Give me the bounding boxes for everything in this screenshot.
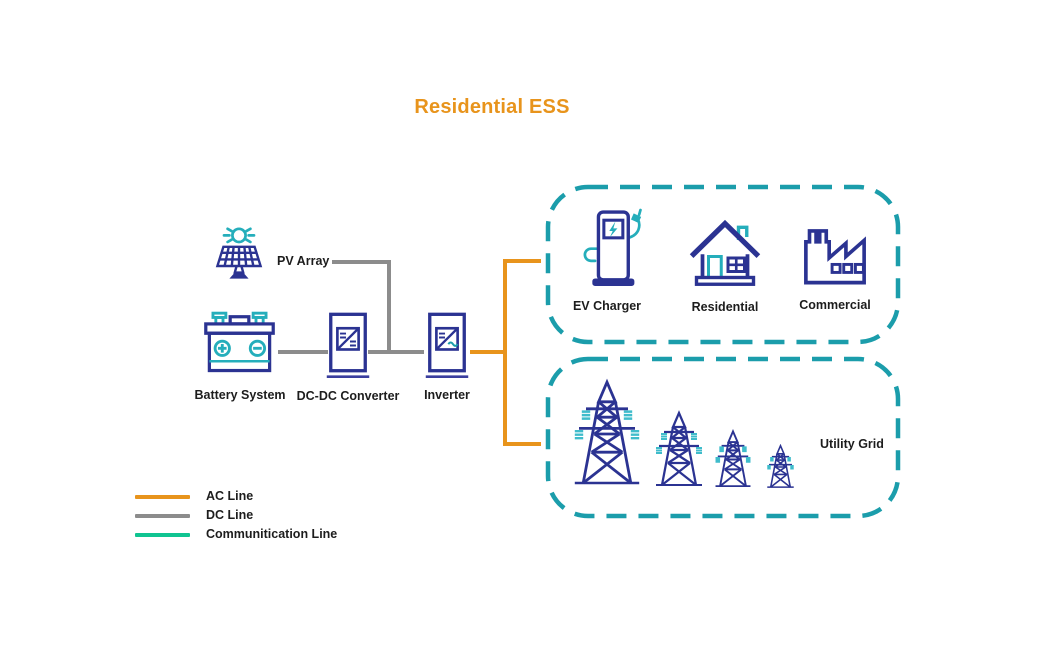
pv-array-icon	[215, 227, 263, 279]
dc-line-pv-vertical	[387, 260, 391, 353]
inverter-icon	[425, 312, 469, 379]
ac-line-to-grid	[503, 442, 541, 446]
loads-group-border	[545, 184, 901, 345]
ac-line-to-loads	[503, 259, 541, 263]
legend-ac-line-swatch	[135, 495, 190, 499]
legend-ac-line-label: AC Line	[206, 489, 254, 503]
inverter-label: Inverter	[424, 388, 470, 402]
pv-array-label: PV Array	[277, 254, 330, 268]
legend-dc-line-swatch	[135, 514, 190, 518]
diagram-title: Residential ESS	[414, 96, 570, 118]
commercial-label: Commercial	[799, 298, 871, 312]
ev-charger-label: EV Charger	[572, 299, 642, 313]
utility-grid-label: Utility Grid	[820, 437, 884, 451]
transmission-tower-icon-3	[715, 429, 751, 487]
battery-system-label: Battery System	[194, 388, 286, 402]
commercial-icon	[804, 229, 866, 285]
transmission-tower-icon-2	[656, 410, 702, 486]
ac-line-vertical-bus	[503, 259, 507, 446]
dc-dc-converter-icon	[326, 312, 370, 379]
legend-dc-line-label: DC Line	[206, 508, 254, 522]
grid-group-border	[545, 356, 901, 519]
transmission-tower-icon-4	[767, 444, 794, 488]
legend-communication-line-swatch	[135, 533, 190, 537]
ac-line-inverter-stub	[470, 350, 507, 354]
residential-label: Residential	[691, 300, 759, 314]
dc-line-pv-horizontal	[332, 260, 390, 264]
dc-line-battery-dcdc	[278, 350, 328, 354]
transmission-tower-icon-1	[574, 378, 640, 485]
ev-charger-icon	[583, 208, 642, 286]
battery-system-icon	[204, 311, 275, 373]
dc-line-dcdc-inverter	[368, 350, 424, 354]
residential-icon	[689, 219, 761, 286]
dc-dc-converter-label: DC-DC Converter	[296, 389, 400, 403]
legend-communication-line-label: Communitication Line	[206, 527, 338, 541]
